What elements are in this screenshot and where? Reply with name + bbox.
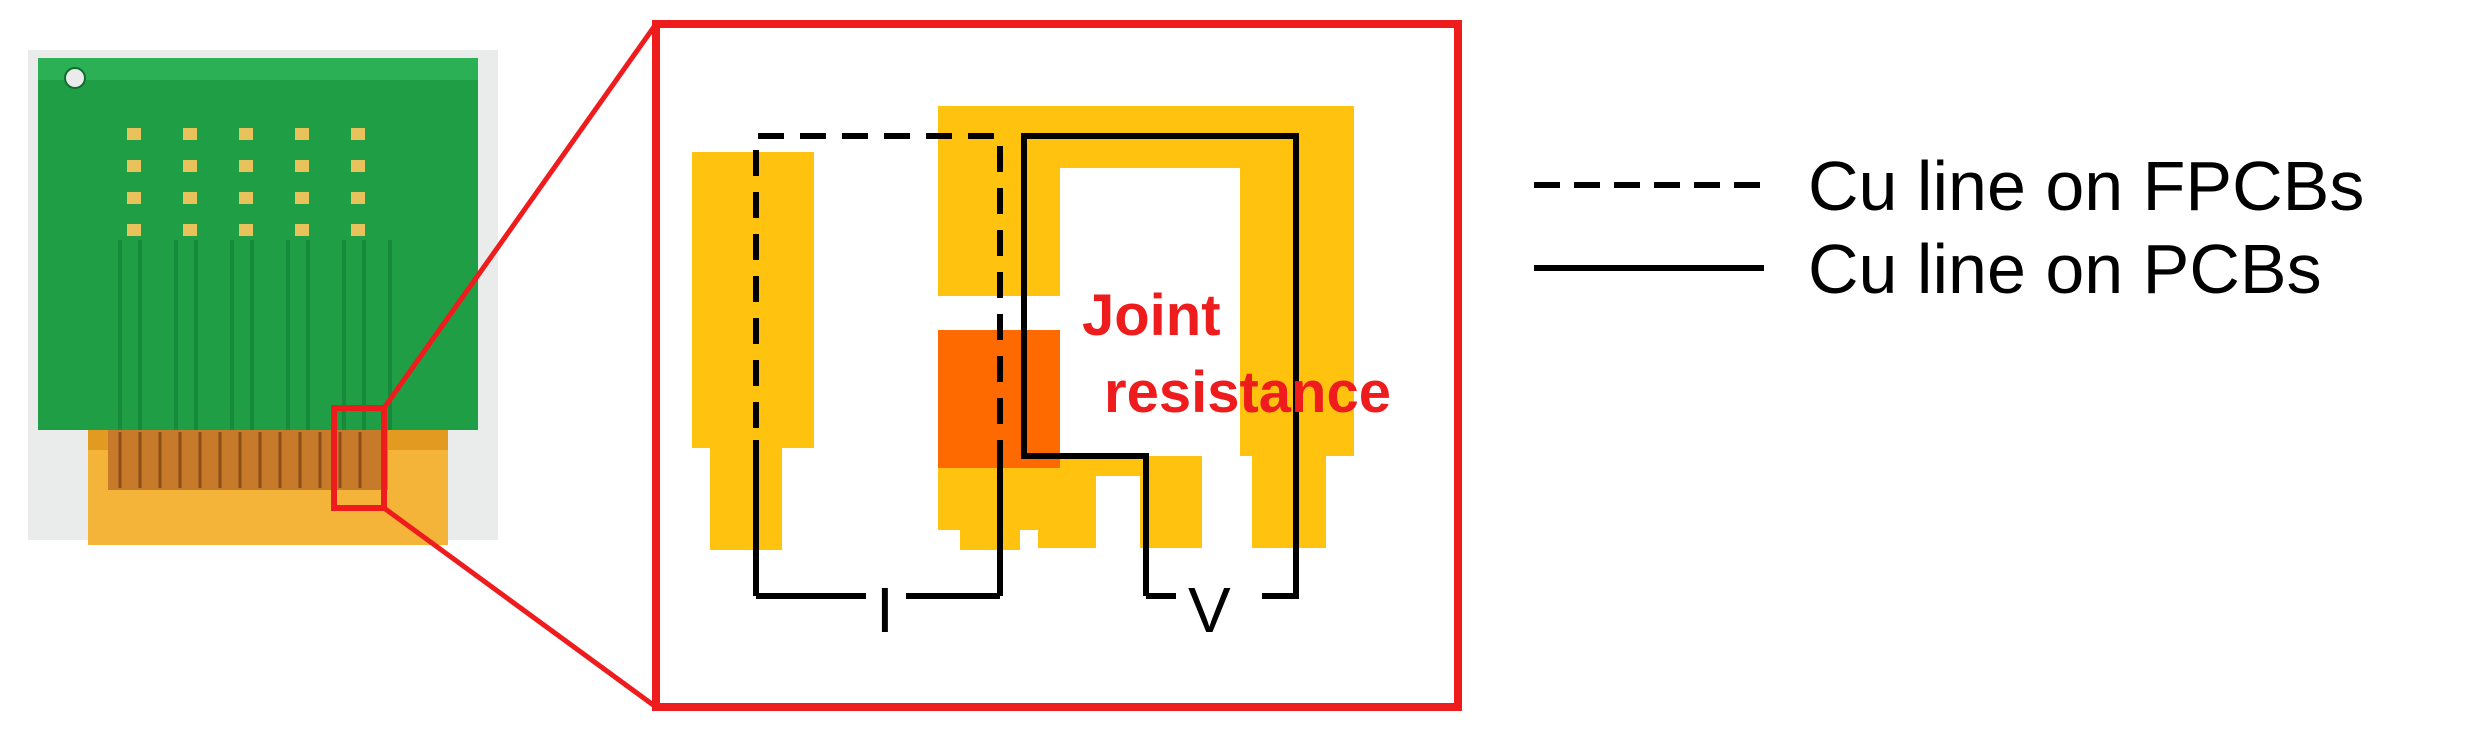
legend-pcb-label: Cu line on PCBs — [1808, 230, 2322, 308]
zoom-line-top — [381, 22, 659, 410]
legend-fpcb-label: Cu line on FPCBs — [1808, 147, 2364, 225]
pcb-line-solid-v — [1021, 133, 1299, 599]
pcb-line-solid-mid — [906, 440, 1003, 599]
fpcb-line-dashed — [753, 133, 1003, 596]
joint-label-line1: Joint — [1082, 283, 1221, 348]
zoom-line-bottom — [382, 505, 658, 710]
legend: Cu line on FPCBs Cu line on PCBs — [1534, 147, 2364, 308]
current-label: I — [876, 574, 894, 646]
board-traces — [118, 240, 392, 430]
joint-label-line2: resistance — [1104, 360, 1391, 425]
photo-highlight-box — [331, 405, 387, 511]
pcb-line-solid-left — [753, 440, 866, 599]
pcb-photo — [28, 50, 498, 545]
mounting-hole — [64, 67, 86, 89]
green-board — [38, 58, 478, 430]
contact-pads — [127, 128, 365, 236]
zoomed-joint-diagram — [652, 20, 1462, 711]
bonded-region — [108, 430, 388, 490]
voltage-label: V — [1188, 574, 1231, 646]
